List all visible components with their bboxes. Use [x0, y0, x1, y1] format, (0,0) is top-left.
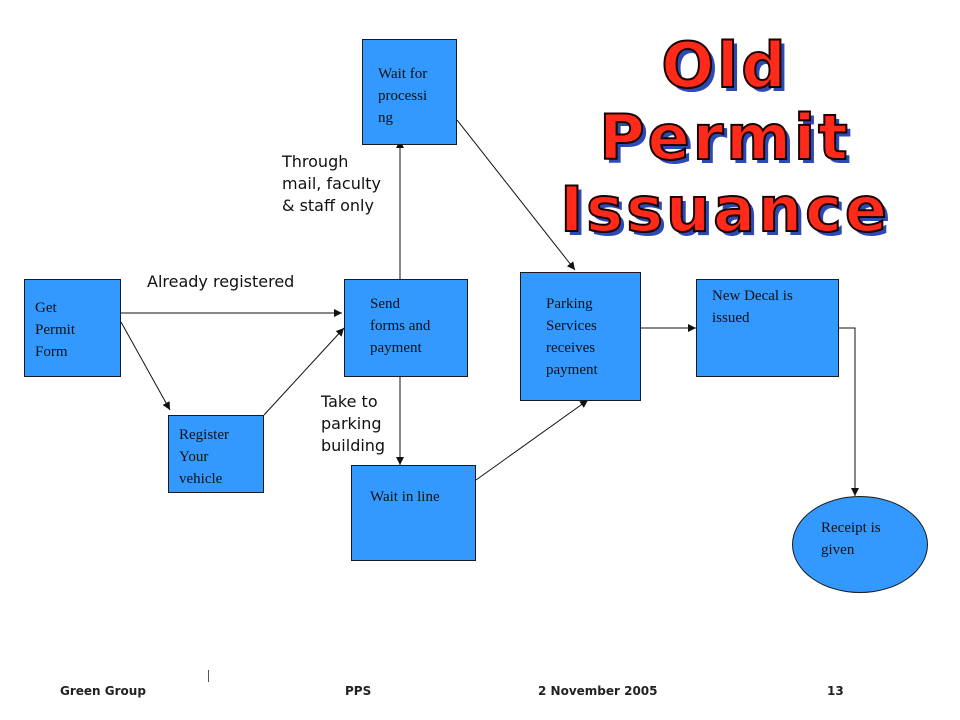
arrow-wait-line-to-parking [475, 399, 589, 481]
node-send-forms: Send forms and payment [344, 279, 468, 377]
footer-page-number: 13 [827, 684, 844, 698]
label-take-to-parking: Take to parking building [321, 392, 386, 455]
label-through-mail: Through mail, faculty & staff only [282, 152, 382, 215]
node-register-vehicle: Register Your vehicle [168, 415, 264, 493]
title-line-2: Issuance [559, 173, 890, 247]
node-wait-processing: Wait for processi ng [362, 39, 457, 145]
footer-org: PPS [345, 684, 372, 698]
node-new-decal: New Decal is issued [696, 279, 839, 377]
node-parking-services: Parking Services receives payment [520, 272, 641, 401]
arrow-wait-processing-to-parking [456, 119, 576, 271]
slide-title: Old Permit Issuance [559, 29, 890, 247]
node-get-permit-form: Get Permit Form [24, 279, 121, 377]
title-line-1: Old Permit [598, 29, 851, 175]
footer-group: Green Group [60, 684, 146, 698]
label-already-registered: Already registered [147, 272, 295, 291]
node-wait-in-line: Wait in line [351, 465, 476, 561]
footer-divider [208, 670, 209, 682]
footer-date: 2 November 2005 [538, 684, 658, 698]
arrow-register-to-send [263, 327, 345, 416]
arrow-decal-to-receipt [833, 327, 859, 496]
node-receipt-given: Receipt is given [792, 496, 928, 593]
arrow-get-to-register [120, 321, 171, 411]
